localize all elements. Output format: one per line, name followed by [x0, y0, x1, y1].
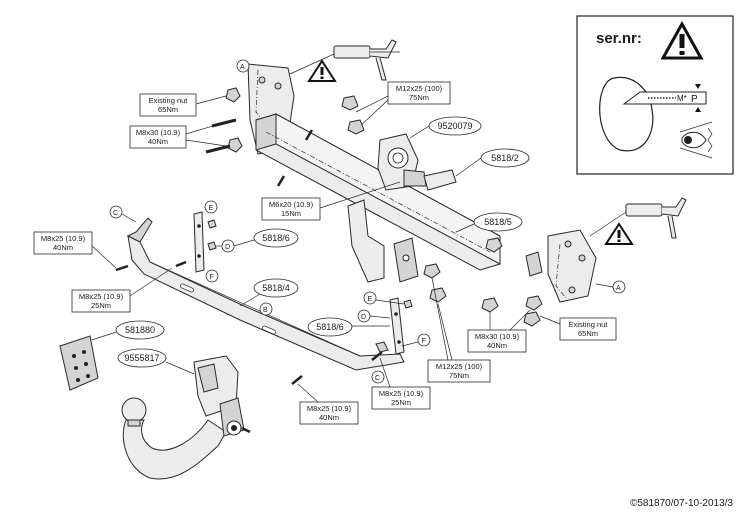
- callout-f-bottom-letter: F: [422, 338, 426, 345]
- m12x25-box-b: M12x25 (100) 75Nm: [427, 277, 491, 383]
- warning-triangle-icon: [604, 222, 634, 245]
- mounting-bracket-5818-6-bottom: [375, 297, 413, 355]
- m8x25-a-torque: 40Nm: [53, 243, 73, 252]
- part-581880-callout: 581880: [91, 320, 165, 341]
- m8x30-box: M8x30 (10.9) 40Nm: [129, 121, 227, 149]
- m8x25-box-d: M8x25 (10.9) 25Nm: [371, 357, 431, 410]
- m8x25-d-torque: 25Nm: [391, 398, 411, 407]
- socket-plate-9520079: [377, 133, 457, 191]
- inset-title: ser.nr:: [596, 30, 642, 47]
- m8x25-b-label: M8x25 (10.9): [79, 292, 124, 301]
- m8x25-box-a: M8x25 (10.9) 40Nm: [33, 231, 129, 272]
- tow-ball-9555817: [121, 355, 251, 480]
- part-5818-4-label: 5818/4: [262, 283, 290, 293]
- m8x30-label: M8x30 (10.9): [136, 128, 181, 137]
- warning-triangle-icon: [660, 20, 704, 60]
- document-reference: ©581870/07-10-2013/3: [630, 498, 733, 509]
- m8x25-c-torque: 40Nm: [319, 413, 339, 422]
- m12x25-torque: 75Nm: [409, 93, 429, 102]
- callout-a-top-letter: A: [240, 64, 245, 71]
- m12x25-b-torque: 75Nm: [449, 371, 469, 380]
- existing-nut-torque: 65Nm: [158, 105, 178, 114]
- part-5818-2-label: 5818/2: [491, 153, 519, 163]
- callout-f-bottom: [417, 333, 431, 347]
- part-5818-5-label: 5818/5: [484, 217, 512, 227]
- m6x20-torque: 15Nm: [281, 209, 301, 218]
- m8x30-b-torque: 40Nm: [487, 341, 507, 350]
- m6x20-box: M6x20 (10.9) 15Nm: [261, 181, 401, 221]
- part-5818-6-callout: 5818/6: [233, 228, 299, 248]
- m8x30-box-b: M8x30 (10.9) 40Nm: [467, 309, 531, 353]
- m12x25-b-label: M12x25 (100): [436, 362, 483, 371]
- m8x25-d-label: M8x25 (10.9): [379, 389, 424, 398]
- callout-f-top: [205, 269, 219, 283]
- m8x30-b-label: M8x30 (10.9): [475, 332, 520, 341]
- serial-plate: [622, 91, 707, 105]
- m8x25-box-b: M8x25 (10.9) 25Nm: [71, 267, 173, 313]
- sealant-gun-icon: [289, 39, 400, 81]
- callout-e-top-letter: E: [209, 205, 214, 212]
- callout-d-top-letter: D: [225, 244, 230, 251]
- m8x25-box-c: M8x25 (10.9) 40Nm: [297, 383, 359, 425]
- plate-text: M*: [677, 94, 687, 103]
- existing-nut-box-b: Existing nut 65Nm: [539, 315, 617, 341]
- callout-e-top: [204, 200, 218, 214]
- mounting-bracket-5818-6-top: [193, 211, 217, 273]
- wiring-module-581880: [59, 335, 99, 391]
- mounting-plate-right: [525, 229, 597, 303]
- part-581880-label: 581880: [125, 325, 155, 335]
- plate-letter: P: [691, 94, 698, 105]
- sealant-gun-icon: [589, 197, 687, 239]
- callout-b: [259, 302, 273, 316]
- m12x25-box: M12x25 (100) 75Nm: [355, 81, 451, 129]
- m12x25-label: M12x25 (100): [396, 84, 443, 93]
- m8x25-a-label: M8x25 (10.9): [41, 234, 86, 243]
- existing-nut-label: Existing nut: [149, 96, 189, 105]
- part-5818-4-callout: 5818/4: [239, 278, 299, 307]
- eye-icon: [679, 121, 713, 159]
- callout-d-bottom-letter: D: [361, 314, 366, 321]
- m8x25-c-label: M8x25 (10.9): [307, 404, 352, 413]
- callout-c-bottom-letter: C: [375, 375, 380, 382]
- part-5818-6-label: 5818/6: [262, 233, 290, 243]
- callout-e-bottom: [363, 291, 377, 305]
- part-5818-6b-callout: 5818/6: [307, 317, 390, 337]
- m6x20-label: M6x20 (10.9): [269, 200, 314, 209]
- part-5818-6b-label: 5818/6: [316, 322, 344, 332]
- bolt-group-m12: [276, 95, 365, 187]
- existing-nut-b-torque: 65Nm: [578, 329, 598, 338]
- callout-f-top-letter: F: [210, 274, 214, 281]
- part-9520079-label: 9520079: [437, 121, 472, 131]
- callout-c-left-letter: C: [113, 210, 118, 217]
- callout-c-left: [109, 205, 123, 219]
- part-5818-2-callout: 5818/2: [455, 148, 530, 177]
- side-bracket-center: [347, 199, 543, 327]
- part-5818-5-callout: 5818/5: [455, 212, 523, 233]
- callout-e-bottom-letter: E: [368, 296, 373, 303]
- bolt-m8x25-d: [371, 351, 383, 361]
- warning-triangle-icon: [307, 59, 337, 82]
- part-9555817-callout: 9555817: [117, 348, 195, 375]
- callout-a-right-letter: A: [616, 285, 621, 292]
- m8x30-torque: 40Nm: [148, 137, 168, 146]
- serial-inset: ser.nr: M* P: [576, 15, 734, 175]
- callout-c-bottom: [371, 370, 385, 384]
- m8x25-b-torque: 25Nm: [91, 301, 111, 310]
- callout-b-letter: B: [263, 307, 268, 314]
- part-9520079-callout: 9520079: [409, 116, 482, 139]
- callout-a-top: [236, 59, 250, 73]
- existing-nut-box: Existing nut 65Nm: [139, 93, 227, 117]
- bolt-m8x25-c: [291, 375, 303, 385]
- part-9555817-label: 9555817: [124, 353, 159, 363]
- existing-nut-b-label: Existing nut: [569, 320, 609, 329]
- bolt-group-top-left: [205, 87, 243, 154]
